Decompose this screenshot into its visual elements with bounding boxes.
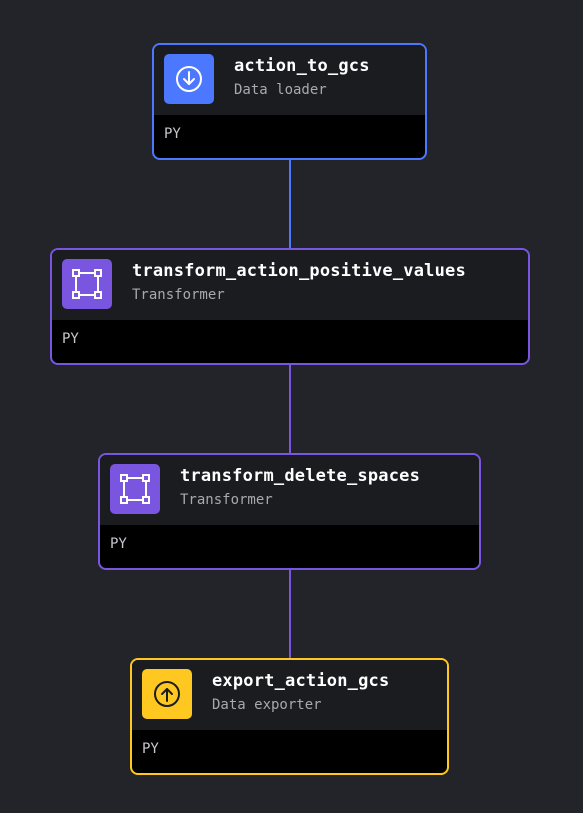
block-footer: PY: [52, 320, 528, 363]
transform-square-icon: [62, 259, 112, 309]
block-header: export_action_gcs Data exporter: [132, 660, 447, 730]
block-language: PY: [164, 126, 181, 142]
block-footer: PY: [154, 115, 425, 158]
block-header: transform_action_positive_values Transfo…: [52, 250, 528, 320]
block-language: PY: [62, 331, 79, 347]
block-name: export_action_gcs: [212, 671, 390, 691]
block-type: Data loader: [234, 82, 327, 98]
block-node-transform-action-positive-values[interactable]: transform_action_positive_values Transfo…: [50, 248, 530, 365]
transform-square-icon: [110, 464, 160, 514]
block-name: transform_delete_spaces: [180, 466, 421, 486]
block-type: Data exporter: [212, 697, 322, 713]
block-name: transform_action_positive_values: [132, 261, 466, 281]
block-node-transform-delete-spaces[interactable]: transform_delete_spaces Transformer PY: [98, 453, 481, 570]
block-name: action_to_gcs: [234, 56, 370, 76]
block-language: PY: [110, 536, 127, 552]
block-header: action_to_gcs Data loader: [154, 45, 425, 115]
block-type: Transformer: [180, 492, 273, 508]
block-node-export-action-gcs[interactable]: export_action_gcs Data exporter PY: [130, 658, 449, 775]
download-arrow-icon: [164, 54, 214, 104]
block-footer: PY: [100, 525, 479, 568]
block-node-action-to-gcs[interactable]: action_to_gcs Data loader PY: [152, 43, 427, 160]
block-language: PY: [142, 741, 159, 757]
block-footer: PY: [132, 730, 447, 773]
block-header: transform_delete_spaces Transformer: [100, 455, 479, 525]
block-type: Transformer: [132, 287, 225, 303]
upload-arrow-icon: [142, 669, 192, 719]
